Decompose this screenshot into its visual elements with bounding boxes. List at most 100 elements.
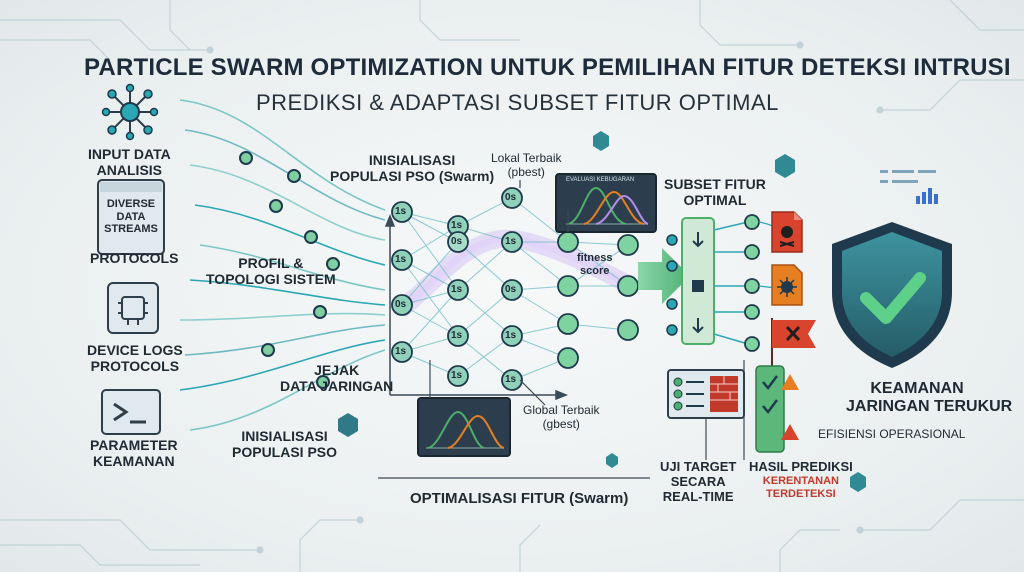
swarm-node xyxy=(557,347,579,369)
input-data-line2: ANALISIS xyxy=(96,162,163,179)
swarm-node xyxy=(447,231,469,253)
swarm-node xyxy=(447,325,469,347)
subset-line2: OPTIMAL xyxy=(683,192,747,209)
subset-column xyxy=(666,214,786,352)
connector-lines xyxy=(378,180,650,479)
node-label: 0s xyxy=(505,284,517,295)
stats-icon xyxy=(880,170,938,204)
swarm-node xyxy=(501,369,523,391)
node-label: 1s xyxy=(451,284,463,295)
uji-line3: REAL-TIME xyxy=(662,488,734,504)
swarm-node xyxy=(557,231,579,253)
chip-icon xyxy=(107,282,159,334)
parameter-line2: KEAMANAN xyxy=(92,453,175,470)
inisialisasi-bottom-line1: INISIALISASI xyxy=(241,428,328,444)
gbest-line2: (gbest) xyxy=(542,416,580,431)
node-label: 0s xyxy=(451,236,463,247)
swarm-node xyxy=(391,294,413,316)
swarm-node xyxy=(447,365,469,387)
inisialisasi-bottom-label: INISIALISASI POPULASI PSO xyxy=(232,428,337,460)
hasil-line2: KERENTANAN xyxy=(762,474,839,487)
hasil-line1: HASIL PREDIKSI xyxy=(749,459,853,474)
parameter-line1: PARAMETER xyxy=(90,437,178,453)
node-label: 1s xyxy=(451,220,463,231)
skull-file-icon xyxy=(771,211,803,253)
flow-lines xyxy=(179,99,386,431)
subset-line1: SUBSET FITUR xyxy=(664,176,766,192)
fitness-line1: fitness xyxy=(577,252,613,264)
keamanan-line1: KEAMANAN xyxy=(870,380,964,397)
device-logs-line2: PROTOCOLS xyxy=(90,358,180,375)
streams-line1: DIVERSE xyxy=(106,198,156,210)
swarm-node xyxy=(391,249,413,271)
jejak-label: JEJAK DATA JARINGAN xyxy=(280,362,393,394)
uji-line1: UJI TARGET xyxy=(660,459,737,474)
page-title: PARTICLE SWARM OPTIMIZATION UNTUK PEMILI… xyxy=(84,54,1011,81)
swarm-node xyxy=(501,325,523,347)
efisiensi-label: EFISIENSI OPERASIONAL xyxy=(818,427,966,441)
node-label: 1s xyxy=(505,330,517,341)
pbest-line1: Lokal Terbaik xyxy=(491,151,562,165)
node-label: 1s xyxy=(395,346,407,357)
jejak-line2: DATA JARINGAN xyxy=(280,378,394,395)
gbest-chart-panel xyxy=(417,397,511,457)
streams-line2: DATA xyxy=(116,210,146,223)
swarm-node xyxy=(617,319,639,341)
swarm-node xyxy=(501,187,523,209)
swarm-node xyxy=(391,341,413,363)
hasil-line3: TERDETEKSI xyxy=(766,487,836,500)
inisialisasi-top-label: INISIALISASI POPULASI PSO (Swarm) xyxy=(330,152,494,184)
device-logs-line1: DEVICE LOGS xyxy=(87,342,183,358)
checklist-panel xyxy=(743,360,799,460)
network-hub-icon xyxy=(101,83,159,141)
evaluasi-label: EVALUASI KEBUGARAN xyxy=(566,177,635,183)
uji-line2: SECARA xyxy=(670,473,726,489)
streams-line3: STREAMS xyxy=(104,223,158,236)
page-subtitle: PREDIKSI & ADAPTASI SUBSET FITUR OPTIMAL xyxy=(256,90,779,115)
shield-check-icon xyxy=(832,222,952,368)
pbest-line2: (pbest) xyxy=(507,164,545,179)
profil-line2: TOPOLOGI SISTEM xyxy=(206,271,336,288)
hexagon-decorations xyxy=(338,131,866,492)
uji-target-label: UJI TARGET SECARA REAL-TIME xyxy=(660,459,737,505)
warning-flag-icon xyxy=(771,318,816,370)
fitness-line2: score xyxy=(580,264,610,277)
inisialisasi-top-line1: INISIALISASI xyxy=(368,152,456,168)
terminal-icon xyxy=(101,389,161,435)
swarm-node xyxy=(391,201,413,223)
node-label: 1s xyxy=(451,370,463,381)
streams-card xyxy=(97,179,165,255)
subset-label: SUBSET FITUR OPTIMAL xyxy=(664,176,766,208)
gbest-label: Global Terbaik (gbest) xyxy=(523,403,600,432)
node-label: 1s xyxy=(505,236,517,247)
protocols-label: PROTOCOLS xyxy=(90,250,179,266)
swarm-axes xyxy=(384,213,569,401)
keamanan-line2: JARINGAN TERUKUR xyxy=(846,398,1013,416)
flow-dots xyxy=(239,151,340,389)
hasil-prediksi-label: HASIL PREDIKSI KERENTANAN TERDETEKSI xyxy=(749,459,853,500)
node-label: 1s xyxy=(395,206,407,217)
input-data-label: INPUT DATA ANALISIS xyxy=(88,146,171,178)
inisialisasi-top-line2: POPULASI PSO (Swarm) xyxy=(330,168,495,185)
swarm-node xyxy=(447,279,469,301)
device-logs-label: DEVICE LOGS PROTOCOLS xyxy=(87,342,183,374)
swarm-node xyxy=(501,231,523,253)
node-label: 0s xyxy=(395,299,407,310)
swarm-node xyxy=(557,275,579,297)
output-arrow xyxy=(638,248,690,304)
test-board-icon xyxy=(667,369,745,460)
jejak-line1: JEJAK xyxy=(314,362,360,378)
node-label: 0s xyxy=(505,192,517,203)
virus-file-icon xyxy=(771,264,803,306)
input-data-line1: INPUT DATA xyxy=(88,146,171,162)
inisialisasi-bottom-line2: POPULASI PSO xyxy=(232,444,338,461)
swarm-node xyxy=(617,275,639,297)
fitness-label: fitness score xyxy=(577,252,612,277)
parameter-label: PARAMETER KEAMANAN xyxy=(90,437,178,469)
swarm-node xyxy=(617,234,639,256)
profil-label: PROFIL & TOPOLOGI SISTEM xyxy=(206,255,336,287)
node-label: 1s xyxy=(395,254,407,265)
